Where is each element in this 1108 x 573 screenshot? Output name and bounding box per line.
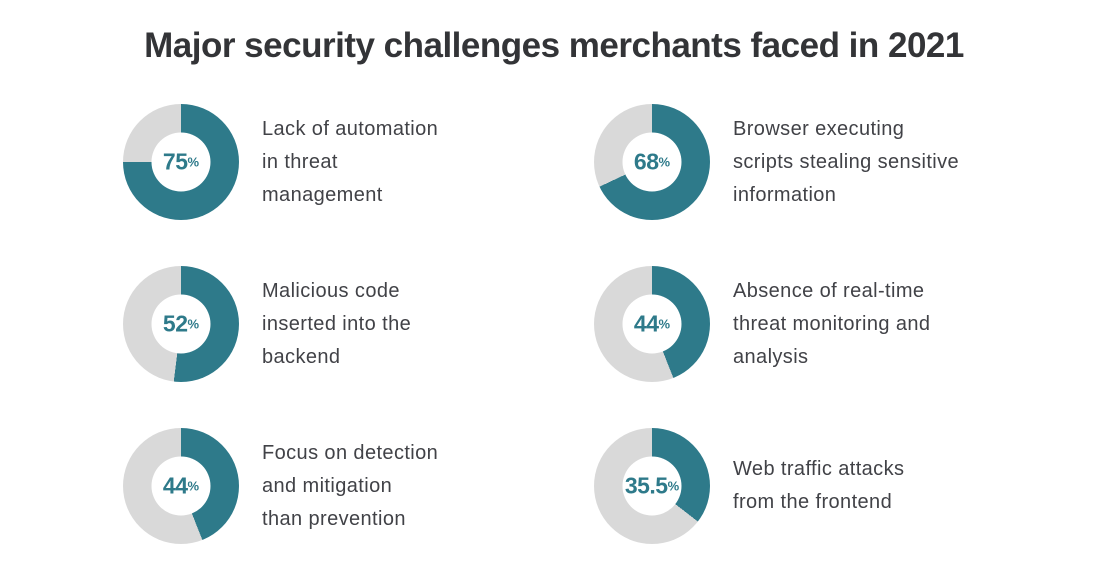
percent-sign: % [667, 478, 680, 494]
percent-value: 68 [633, 148, 659, 175]
stat-label-line: than prevention [262, 507, 406, 530]
percent-value: 52 [162, 310, 188, 337]
stat-card-focus-detection: 44% Focus on detection and mitigation th… [123, 428, 594, 544]
donut-hole: 44% [151, 456, 211, 516]
stat-label-line: inserted into the [262, 312, 412, 335]
stat-label-line: analysis [733, 345, 809, 368]
stat-label-line: Malicious code [262, 279, 400, 302]
stat-label-line: backend [262, 345, 341, 368]
donut-chart: 44% [594, 266, 710, 382]
stat-label-line: scripts stealing sensitive [733, 150, 960, 173]
stat-card-lack-of-automation: 75% Lack of automation in threat managem… [123, 104, 594, 220]
percent-value: 35.5 [624, 472, 668, 499]
stat-label-line: and mitigation [262, 474, 393, 497]
stat-label-line: threat monitoring and [733, 312, 931, 335]
stat-card-web-traffic: 35.5% Web traffic attacks from the front… [594, 428, 985, 544]
stat-label-line: in threat [262, 150, 338, 173]
percent-sign: % [658, 154, 671, 170]
stat-label: Web traffic attacks from the frontend [733, 453, 904, 519]
donut-hole: 75% [151, 132, 211, 192]
stat-label-line: management [262, 183, 383, 206]
percent-sign: % [187, 154, 200, 170]
donut-hole: 68% [622, 132, 682, 192]
percent-value: 44 [162, 472, 188, 499]
donut-chart: 75% [123, 104, 239, 220]
stat-card-browser-scripts: 68% Browser executing scripts stealing s… [594, 104, 985, 220]
stat-card-malicious-code: 52% Malicious code inserted into the bac… [123, 266, 594, 382]
stat-label-line: Web traffic attacks [733, 458, 905, 480]
chart-grid: 75% Lack of automation in threat managem… [123, 104, 985, 544]
page-title: Major security challenges merchants face… [144, 26, 964, 65]
percent-value: 44 [633, 310, 659, 337]
stat-label-line: Focus on detection [262, 441, 439, 464]
stat-label: Browser executing scripts stealing sensi… [733, 113, 959, 212]
stat-label-line: information [733, 183, 837, 206]
stat-label-line: Lack of automation [262, 117, 439, 140]
donut-hole: 44% [622, 294, 682, 354]
stat-card-absence-monitoring: 44% Absence of real-time threat monitori… [594, 266, 985, 382]
stat-label: Absence of real-time threat monitoring a… [733, 275, 930, 374]
stat-label: Malicious code inserted into the backend [262, 275, 411, 374]
donut-chart: 52% [123, 266, 239, 382]
percent-value: 75 [162, 148, 188, 175]
donut-hole: 35.5% [622, 456, 682, 516]
stat-label: Lack of automation in threat management [262, 113, 438, 212]
percent-sign: % [187, 316, 200, 332]
donut-chart: 44% [123, 428, 239, 544]
stat-label: Focus on detection and mitigation than p… [262, 437, 438, 536]
donut-chart: 35.5% [594, 428, 710, 544]
percent-sign: % [658, 316, 671, 332]
stat-label-line: Absence of real-time [733, 279, 925, 302]
percent-sign: % [187, 478, 200, 494]
donut-chart: 68% [594, 104, 710, 220]
stat-label-line: from the frontend [733, 491, 893, 513]
donut-hole: 52% [151, 294, 211, 354]
stat-label-line: Browser executing [733, 117, 905, 140]
